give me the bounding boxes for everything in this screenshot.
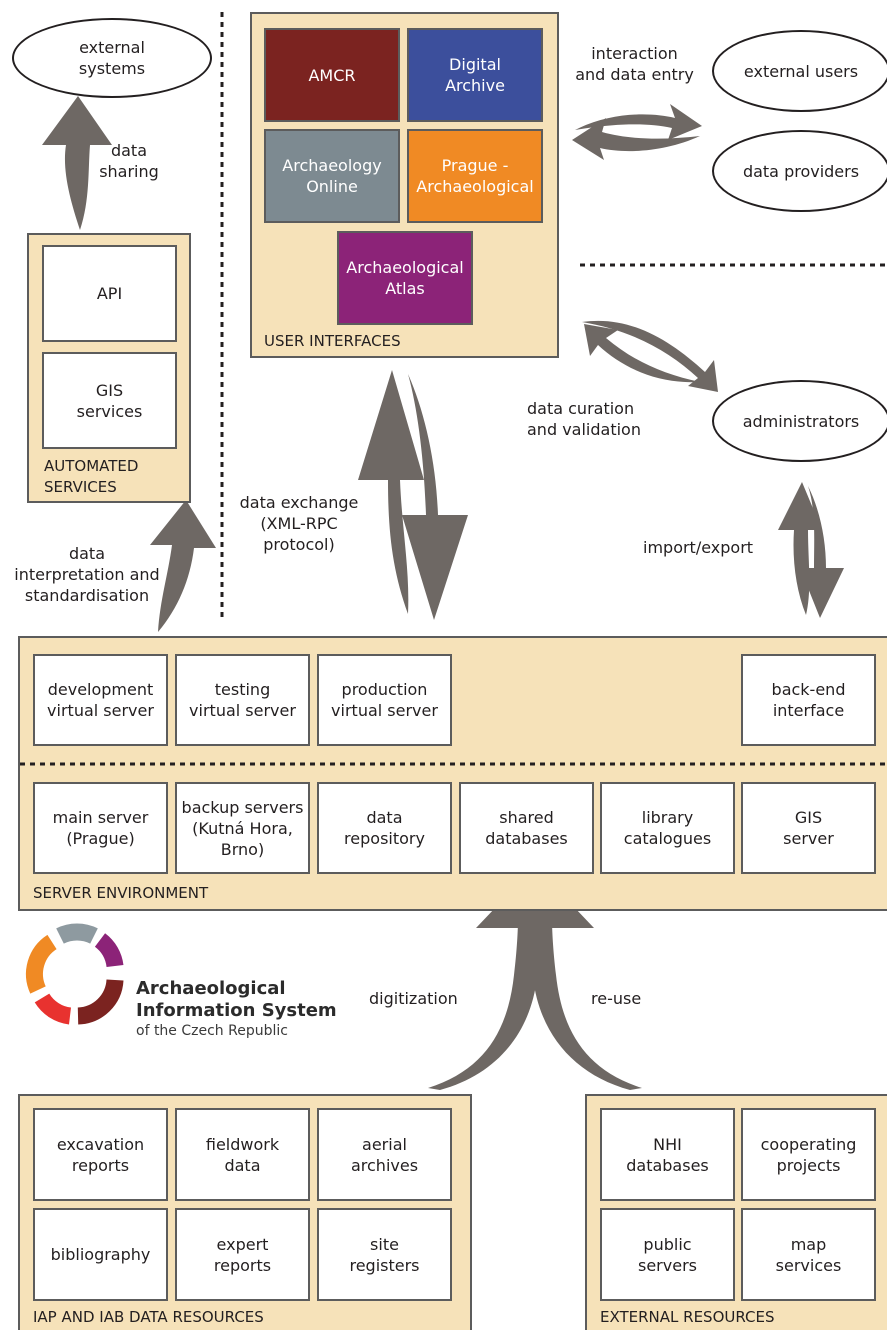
data-sharing-label: data sharing: [99, 141, 159, 181]
server-environment-title: SERVER ENVIRONMENT: [33, 884, 209, 902]
logo-ring-gray: [56, 923, 98, 944]
import-export-arrow-down: [800, 486, 844, 618]
prague-archaeological-box: Prague - Archaeological: [407, 129, 543, 223]
back-end-interface-box: back-end interface: [741, 654, 876, 746]
production-server-box: production virtual server: [317, 654, 452, 746]
external-systems-ellipse: external systems: [12, 18, 212, 98]
shared-databases-box: shared databases: [459, 782, 594, 874]
logo-title-line1: Archaeological: [136, 978, 286, 999]
fieldwork-data-box: fieldwork data: [175, 1108, 310, 1201]
cooperating-projects-box: cooperating projects: [741, 1108, 876, 1201]
digitization-label: digitization: [369, 989, 458, 1008]
interaction-label: interaction and data entry: [575, 44, 694, 84]
gis-services-box: GIS services: [42, 352, 177, 449]
main-server-box: main server (Prague): [33, 782, 168, 874]
interaction-arrow-right: [575, 104, 702, 140]
archaeological-atlas-box: Archaeological Atlas: [337, 231, 473, 325]
map-services-box: map services: [741, 1208, 876, 1301]
digital-archive-box: Digital Archive: [407, 28, 543, 122]
library-catalogues-box: library catalogues: [600, 782, 735, 874]
bibliography-box: bibliography: [33, 1208, 168, 1301]
backup-servers-box: backup servers (Kutná Hora, Brno): [175, 782, 310, 874]
external-users-ellipse: external users: [712, 30, 887, 112]
digitization-arrow: [428, 918, 540, 1090]
development-server-box: development virtual server: [33, 654, 168, 746]
logo-ring-orange: [26, 934, 57, 994]
automated-services-title: AUTOMATED SERVICES: [44, 457, 139, 496]
logo-ring-darkred: [77, 979, 124, 1025]
interpretation-label: data interpretation and standardisation: [14, 544, 160, 605]
import-export-arrow-up: [778, 482, 822, 615]
administrators-ellipse: administrators: [712, 380, 887, 462]
reuse-arrow: [530, 918, 642, 1090]
iap-title: IAP AND IAB DATA RESOURCES: [33, 1308, 264, 1326]
data-curation-label: data curation and validation: [527, 399, 641, 439]
archaeology-online-box: Archaeology Online: [264, 129, 400, 223]
data-exchange-arrow-up: [358, 370, 424, 614]
gis-server-box: GIS server: [741, 782, 876, 874]
data-providers-ellipse: data providers: [712, 130, 887, 212]
curation-arrow-left: [584, 324, 700, 383]
amcr-box: AMCR: [264, 28, 400, 122]
api-box: API: [42, 245, 177, 342]
logo-ring-purple: [94, 933, 124, 968]
site-registers-box: site registers: [317, 1208, 452, 1301]
reuse-label: re-use: [591, 989, 642, 1008]
nhi-databases-box: NHI databases: [600, 1108, 735, 1201]
logo-title-line2: Information System: [136, 1000, 337, 1021]
data-sharing-arrow: [42, 96, 112, 230]
data-repository-box: data repository: [317, 782, 452, 874]
excavation-reports-box: excavation reports: [33, 1108, 168, 1201]
data-exchange-label: data exchange (XML-RPC protocol): [239, 493, 359, 554]
logo-subtitle: of the Czech Republic: [136, 1023, 288, 1039]
curation-arrow-right: [582, 320, 718, 392]
import-export-label: import/export: [643, 538, 754, 557]
public-servers-box: public servers: [600, 1208, 735, 1301]
aerial-archives-box: aerial archives: [317, 1108, 452, 1201]
logo-ring-red: [34, 993, 72, 1025]
interpretation-arrow: [150, 500, 216, 632]
expert-reports-box: expert reports: [175, 1208, 310, 1301]
data-exchange-arrow-down: [402, 374, 468, 620]
testing-server-box: testing virtual server: [175, 654, 310, 746]
interaction-arrow-left: [572, 118, 700, 160]
user-interfaces-title: USER INTERFACES: [264, 332, 401, 350]
external-resources-title: EXTERNAL RESOURCES: [600, 1308, 775, 1326]
ais-logo-mark: [26, 923, 124, 1025]
